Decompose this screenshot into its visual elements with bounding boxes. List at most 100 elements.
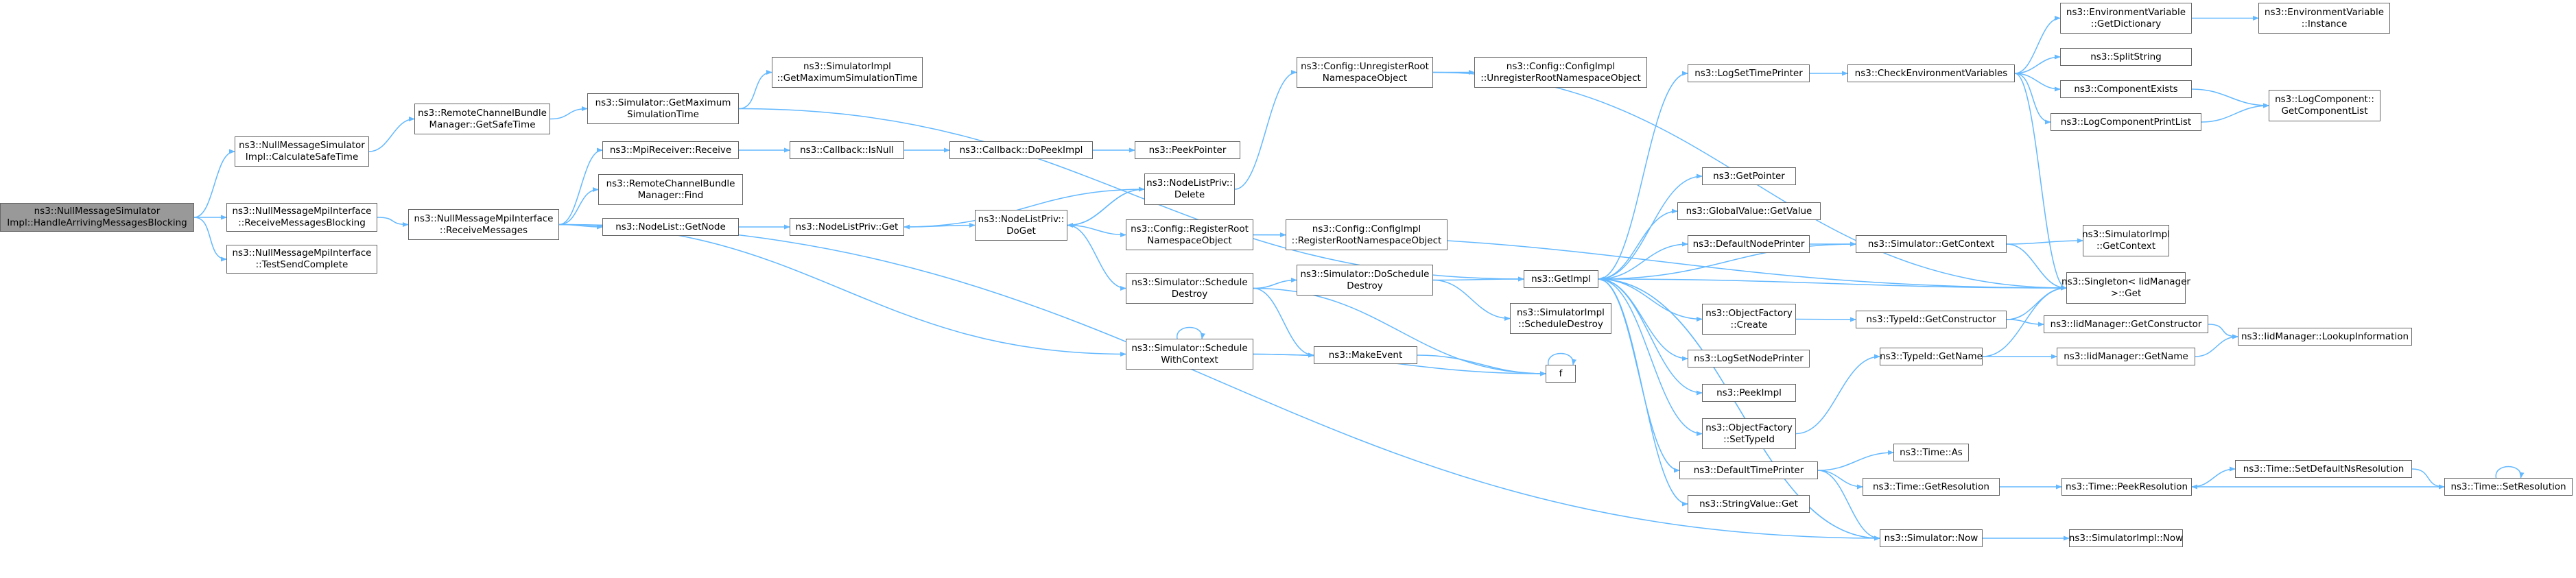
node-impl-schedule-destroy[interactable]: ns3::SimulatorImpl::ScheduleDestroy — [1510, 303, 1611, 334]
node-label-line: ns3::ComponentExists — [2074, 83, 2178, 95]
call-edge — [558, 224, 1126, 357]
node-label-line: ns3::LogComponent:: — [2275, 94, 2374, 105]
node-get-pointer[interactable]: ns3::GetPointer — [1702, 167, 1796, 185]
node-object-factory-create[interactable]: ns3::ObjectFactory::Create — [1702, 304, 1796, 335]
node-time-set-default-ns-resolution[interactable]: ns3::Time::SetDefaultNsResolution — [2235, 460, 2412, 478]
node-impl-now[interactable]: ns3::SimulatorImpl::Now — [2069, 529, 2183, 547]
node-simulator-get-context[interactable]: ns3::Simulator::GetContext — [1856, 235, 2007, 253]
node-simulator-now[interactable]: ns3::Simulator::Now — [1880, 529, 1983, 547]
call-edge — [2014, 73, 2067, 291]
node-env-instance[interactable]: ns3::EnvironmentVariable::Instance — [2258, 3, 2390, 34]
node-object-factory-set-typeid[interactable]: ns3::ObjectFactory::SetTypeId — [1702, 418, 1796, 449]
node-default-node-printer[interactable]: ns3::DefaultNodePrinter — [1688, 235, 1810, 253]
node-label-line: ns3::NodeList::GetNode — [615, 221, 726, 232]
node-label-line: ns3::NullMessageMpiInterface — [232, 248, 372, 258]
node-component-exists[interactable]: ns3::ComponentExists — [2060, 80, 2192, 98]
call-edge — [2006, 243, 2067, 291]
node-mpi-receiver-receive[interactable]: ns3::MpiReceiver::Receive — [602, 141, 739, 159]
node-log-set-node-printer[interactable]: ns3::LogSetNodePrinter — [1688, 350, 1810, 368]
call-edge — [193, 149, 235, 218]
call-edge — [558, 224, 1880, 541]
node-get-impl[interactable]: ns3::GetImpl — [1524, 270, 1598, 288]
node-label-line: Manager::GetSafeTime — [429, 119, 536, 130]
node-typeid-get-constructor[interactable]: ns3::TypeId::GetConstructor — [1856, 311, 2007, 328]
call-edge — [193, 217, 227, 262]
node-singleton-get[interactable]: ns3::Singleton< IidManager >::Get — [2061, 272, 2190, 304]
node-typeid-get-name[interactable]: ns3::TypeId::GetName — [1880, 348, 1983, 365]
node-impl-get-context[interactable]: ns3::SimulatorImpl::GetContext — [2082, 225, 2170, 256]
node-label-line: ns3::GlobalValue::GetValue — [1686, 205, 1812, 217]
node-label-line: ::GetDictionary — [2090, 18, 2162, 29]
node-log-component-get-list[interactable]: ns3::LogComponent::GetComponentList — [2269, 90, 2380, 121]
node-time-set-resolution[interactable]: ns3::Time::SetResolution — [2444, 478, 2573, 496]
node-log-component-print-list[interactable]: ns3::LogComponentPrintList — [2051, 113, 2201, 131]
node-nodelistpriv-doget[interactable]: ns3::NodeListPriv::DoGet — [975, 210, 1067, 241]
node-label-line: ns3::PeekImpl — [1716, 387, 1782, 398]
node-log-set-time-printer[interactable]: ns3::LogSetTimePrinter — [1688, 64, 1810, 82]
node-test-send-complete[interactable]: ns3::NullMessageMpiInterface::TestSendCo… — [226, 245, 377, 274]
node-impl-get-max-sim-time[interactable]: ns3::SimulatorImpl::GetMaximumSimulation… — [772, 57, 923, 88]
node-env-get-dictionary[interactable]: ns3::EnvironmentVariable::GetDictionary — [2060, 3, 2192, 34]
node-label-line: ::RegisterRootNamespaceObject — [1291, 234, 1442, 246]
call-edge — [1598, 241, 1688, 280]
node-time-get-resolution[interactable]: ns3::Time::GetResolution — [1863, 478, 2000, 496]
node-label-line: ns3::NullMessageMpiInterface — [414, 213, 554, 224]
call-edge — [1982, 285, 2067, 357]
node-split-string[interactable]: ns3::SplitString — [2060, 48, 2192, 66]
node-label-line: NamespaceObject — [1147, 234, 1232, 246]
call-edge — [1795, 354, 1880, 435]
node-label-line: ::GetContext — [2096, 241, 2156, 252]
node-peek-impl[interactable]: ns3::PeekImpl — [1702, 384, 1796, 402]
node-label-line: ns3::Time::SetDefaultNsResolution — [2243, 463, 2404, 474]
node-callback-do-peek-impl[interactable]: ns3::Callback::DoPeekImpl — [949, 141, 1093, 159]
node-label-line: ns3::Time::PeekResolution — [2065, 481, 2188, 492]
node-nodelistpriv-delete[interactable]: ns3::NodeListPriv::Delete — [1144, 173, 1235, 205]
node-label-line: ns3::MpiReceiver::Receive — [609, 144, 732, 156]
node-label-line: ns3::Singleton< IidManager — [2061, 276, 2190, 287]
node-label-line: ::Instance — [2301, 18, 2348, 29]
node-make-event[interactable]: ns3::MakeEvent — [1314, 346, 1417, 364]
call-edge — [1817, 470, 1880, 541]
node-label-line: ns3::NodeListPriv:: — [1146, 178, 1233, 189]
node-nodelistpriv-get[interactable]: ns3::NodeListPriv::Get — [790, 218, 904, 236]
node-label-line: Impl::CalculateSafeTime — [245, 152, 359, 162]
node-f[interactable]: f — [1546, 365, 1576, 383]
node-configimpl-register-root[interactable]: ns3::Config::ConfigImpl::RegisterRootNam… — [1286, 219, 1447, 250]
node-label-line: ns3::Simulator::Schedule — [1131, 342, 1248, 354]
node-string-value-get[interactable]: ns3::StringValue::Get — [1688, 495, 1810, 513]
node-nodelist-get-node[interactable]: ns3::NodeList::GetNode — [602, 218, 739, 236]
node-check-env-variables[interactable]: ns3::CheckEnvironmentVariables — [1847, 64, 2015, 82]
node-iid-lookup-information[interactable]: ns3::IidManager::LookupInformation — [2238, 328, 2412, 346]
node-peek-pointer[interactable]: ns3::PeekPointer — [1135, 141, 1240, 159]
node-time-peek-resolution[interactable]: ns3::Time::PeekResolution — [2061, 478, 2192, 496]
node-receive-messages[interactable]: ns3::NullMessageMpiInterface::ReceiveMes… — [408, 209, 559, 240]
node-receive-messages-blocking[interactable]: ns3::NullMessageMpiInterface::ReceiveMes… — [226, 203, 377, 232]
node-label-line: WithContext — [1161, 354, 1218, 365]
node-time-as[interactable]: ns3::Time::As — [1893, 444, 1969, 461]
node-label-line: ns3::Simulator::GetContext — [1867, 238, 1995, 250]
call-edge — [738, 108, 1524, 282]
node-callback-is-null[interactable]: ns3::Callback::IsNull — [790, 141, 904, 159]
node-default-time-printer[interactable]: ns3::DefaultTimePrinter — [1679, 461, 1818, 479]
call-edge — [1598, 208, 1678, 280]
call-edge — [738, 69, 772, 110]
node-global-value-get-value[interactable]: ns3::GlobalValue::GetValue — [1677, 202, 1821, 220]
node-configimpl-unregister-root[interactable]: ns3::Config::ConfigImpl::UnregisterRootN… — [1474, 57, 1647, 88]
call-edge — [2208, 324, 2238, 339]
node-label-line: ::SetTypeId — [1723, 433, 1775, 445]
node-iid-get-constructor[interactable]: ns3::IidManager::GetConstructor — [2044, 315, 2208, 333]
node-label-line: Manager::Find — [637, 189, 704, 201]
node-label-line: ns3::GetImpl — [1531, 273, 1591, 285]
node-label-line: ns3::PeekPointer — [1148, 144, 1227, 156]
node-iid-get-name[interactable]: ns3::IidManager::GetName — [2057, 348, 2195, 365]
